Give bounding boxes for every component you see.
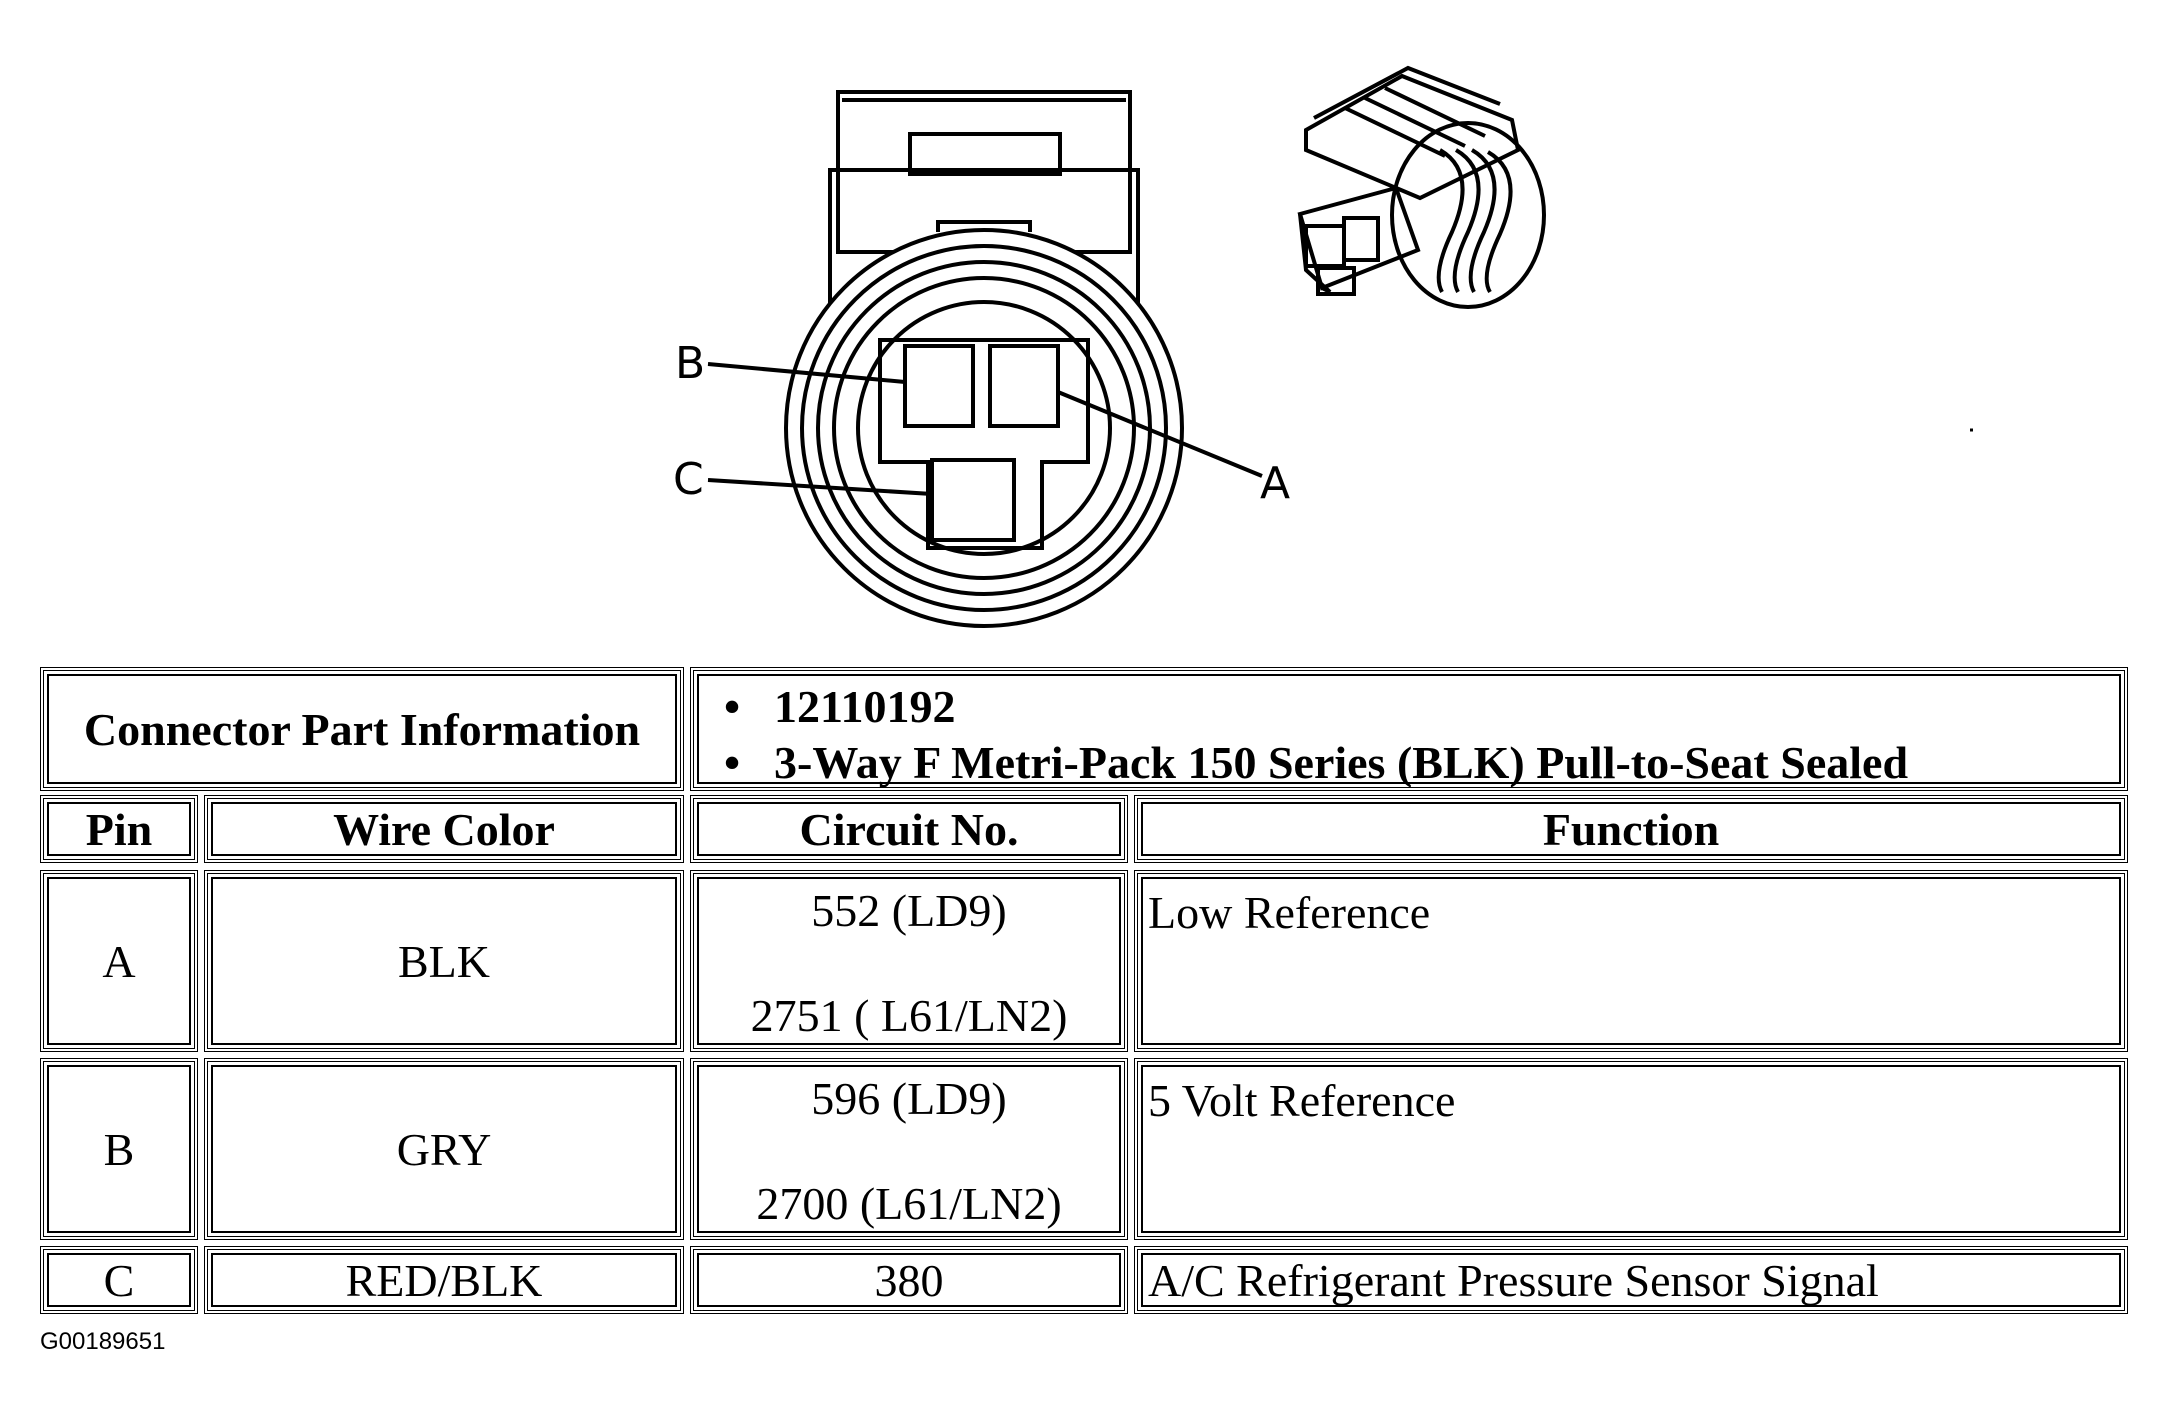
part-description: 3-Way F Metri-Pack 150 Series (BLK) Pull… [774,735,2124,791]
connector-face-view [784,90,1184,628]
leader-line-b [707,362,906,384]
table-row-a-function: Low Reference [1134,870,2128,1052]
pin-a-cavity [988,344,1060,428]
pin-label-b: B [675,338,705,389]
table-row-b-circuit: 596 (LD9) 2700 (L61/LN2) [690,1058,1128,1240]
leader-line-a [1057,390,1263,478]
connector-diagram: B C A [673,65,1973,628]
circuit-ld9: 552 (LD9) [811,885,1007,936]
table-row-b-wire-color: GRY [204,1058,684,1240]
part-number: 12110192 [774,679,2124,735]
pin-c-cavity [930,458,1016,542]
part-info-list: 12110192 3-Way F Metri-Pack 150 Series (… [690,667,2128,791]
part-info-label: Connector Part Information [40,667,684,791]
circuit-l61-ln2: 2751 ( L61/LN2) [750,990,1068,1041]
table-row-a-wire-color: BLK [204,870,684,1052]
pin-label-a: A [1260,458,1290,509]
circuit-l61-ln2: 2700 (L61/LN2) [756,1178,1062,1229]
column-header-pin: Pin [40,795,198,863]
pin-label-c: C [673,454,704,505]
table-row-c-function: A/C Refrigerant Pressure Sensor Signal [1134,1246,2128,1314]
table-row-a-circuit: 552 (LD9) 2751 ( L61/LN2) [690,870,1128,1052]
table-row-c-pin: C [40,1246,198,1314]
table-row-b-function: 5 Volt Reference [1134,1058,2128,1240]
connector-isometric-view [1297,65,1546,309]
circuit-ld9: 596 (LD9) [811,1073,1007,1124]
figure-id: G00189651 [40,1328,166,1355]
table-row-b-pin: B [40,1058,198,1240]
table-row-a-pin: A [40,870,198,1052]
column-header-function: Function [1134,795,2128,863]
column-header-wire-color: Wire Color [204,795,684,863]
column-header-circuit: Circuit No. [690,795,1128,863]
pin-b-cavity [903,344,975,428]
table-row-c-wire-color: RED/BLK [204,1246,684,1314]
leader-line-c [707,478,933,496]
table-row-c-circuit: 380 [690,1246,1128,1314]
